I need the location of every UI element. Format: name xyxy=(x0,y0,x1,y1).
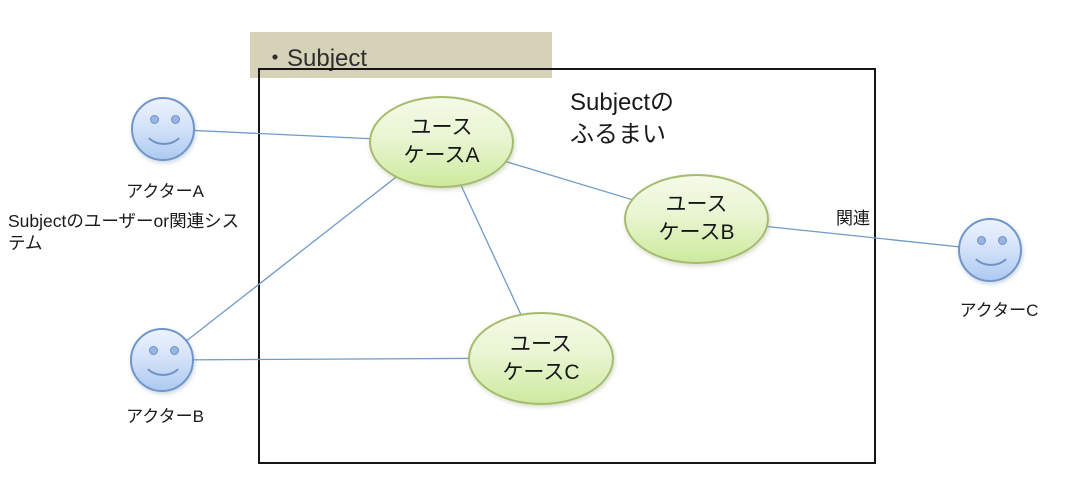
usecase-c-label: ユース ケースC xyxy=(502,332,580,384)
relation-association-label: 関連 xyxy=(836,209,870,228)
usecase-c-ellipse: ユース ケースC xyxy=(468,312,614,405)
actor-description-note: Subjectのユーザーor関連システム xyxy=(8,211,240,254)
subject-boundary-rectangle xyxy=(258,68,876,464)
actor-a-label: アクターA xyxy=(126,182,204,201)
actor-b-label: アクターB xyxy=(126,407,204,426)
usecase-b-label: ユース ケースB xyxy=(658,193,735,244)
subject-title-box: ・Subject xyxy=(250,32,552,78)
actor-c-label: アクターC xyxy=(959,301,1039,320)
actor-a-smiley-icon xyxy=(131,97,195,161)
actor-b-smiley-icon xyxy=(130,328,194,392)
smile-icon xyxy=(969,226,1013,266)
usecase-b-ellipse: ユース ケースB xyxy=(624,174,769,264)
smile-icon xyxy=(142,105,186,145)
subject-title: ・Subject xyxy=(263,44,368,72)
actor-c-smiley-icon xyxy=(958,218,1022,282)
usecase-a-label: ユース ケースA xyxy=(403,116,480,167)
usecase-a-ellipse: ユース ケースA xyxy=(369,96,514,188)
association-usecase-a-actor-b xyxy=(161,141,442,361)
smile-icon xyxy=(141,336,185,376)
subject-behavior-note: Subjectの ふるまい xyxy=(570,89,675,149)
